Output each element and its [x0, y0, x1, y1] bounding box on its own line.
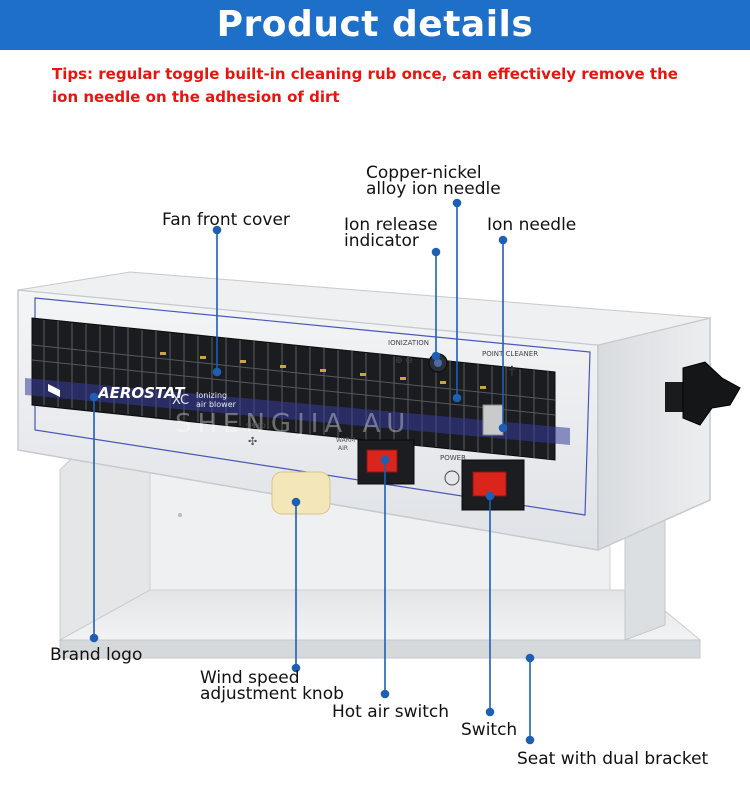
- callout-wind-speed-knob: Wind speed adjustment knob: [200, 668, 344, 704]
- callout-switch-text: Switch: [461, 720, 518, 740]
- watermark: SHENGJIA AU: [175, 409, 411, 439]
- ionization-plus-icon: ⊕ ⊖: [395, 356, 413, 366]
- callout-ion-needle: Ion needle: [487, 215, 577, 235]
- brand-name: AEROSTAT: [97, 384, 186, 402]
- power-switch[interactable]: [461, 459, 525, 511]
- subtitle-1: Ionizing: [196, 391, 227, 400]
- callout-hot-air-switch: Hot air switch: [332, 702, 450, 722]
- wind-speed-knob[interactable]: [271, 471, 331, 515]
- callout-copper-nickel-line-1: Copper-nickel: [366, 163, 482, 183]
- power-label: POWER: [440, 454, 466, 462]
- callout-fan-front-cover: Fan front cover: [162, 210, 290, 230]
- callout-wind-speed-line-1: Wind speed: [200, 668, 300, 688]
- ionization-label: IONIZATION: [388, 339, 429, 347]
- callout-ion-release-line-2: indicator: [344, 231, 419, 251]
- callout-seat-bracket-text: Seat with dual bracket: [517, 749, 709, 769]
- speed-label: SPEED: [246, 423, 266, 430]
- warm-air-label-2: AIR: [338, 445, 348, 452]
- power-symbol-icon: [444, 470, 460, 486]
- callout-switch: Switch: [461, 720, 518, 740]
- callout-wind-speed-line-2: adjustment knob: [200, 684, 344, 704]
- callout-hot-air-switch-text: Hot air switch: [332, 702, 450, 722]
- subtitle-2: air blower: [196, 400, 237, 409]
- indicator-lens-icon: [434, 359, 442, 367]
- callout-fan-front-cover-text: Fan front cover: [162, 210, 290, 230]
- callout-leaders: [89, 198, 535, 745]
- header-banner: [0, 0, 750, 50]
- callout-seat-bracket: Seat with dual bracket: [517, 749, 709, 769]
- model-label: XC: [172, 393, 189, 408]
- callout-copper-nickel-needle: Copper-nickel alloy ion needle: [366, 163, 501, 199]
- callout-ion-release-line-1: Ion release: [344, 215, 438, 235]
- callout-copper-nickel-line-2: alloy ion needle: [366, 179, 501, 199]
- callout-brand-logo-text: Brand logo: [50, 645, 143, 665]
- point-cleaner-label: POINT CLEANER: [482, 350, 538, 358]
- page-title: Product details: [216, 4, 534, 45]
- brand-logo: [48, 384, 60, 397]
- side-tilt-knob[interactable]: [665, 361, 741, 426]
- callout-ion-release-indicator: Ion release indicator: [344, 215, 438, 251]
- callout-ion-needle-text: Ion needle: [487, 215, 577, 235]
- brand-strip: [25, 378, 570, 445]
- warm-air-label-1: WARM: [336, 437, 355, 444]
- cleaner-slide-icon: ✝: [506, 364, 518, 380]
- fan-icon: ✣: [248, 435, 257, 448]
- tips-text: Tips: regular toggle built-in cleaning r…: [52, 65, 678, 106]
- callout-brand-logo: Brand logo: [50, 645, 143, 665]
